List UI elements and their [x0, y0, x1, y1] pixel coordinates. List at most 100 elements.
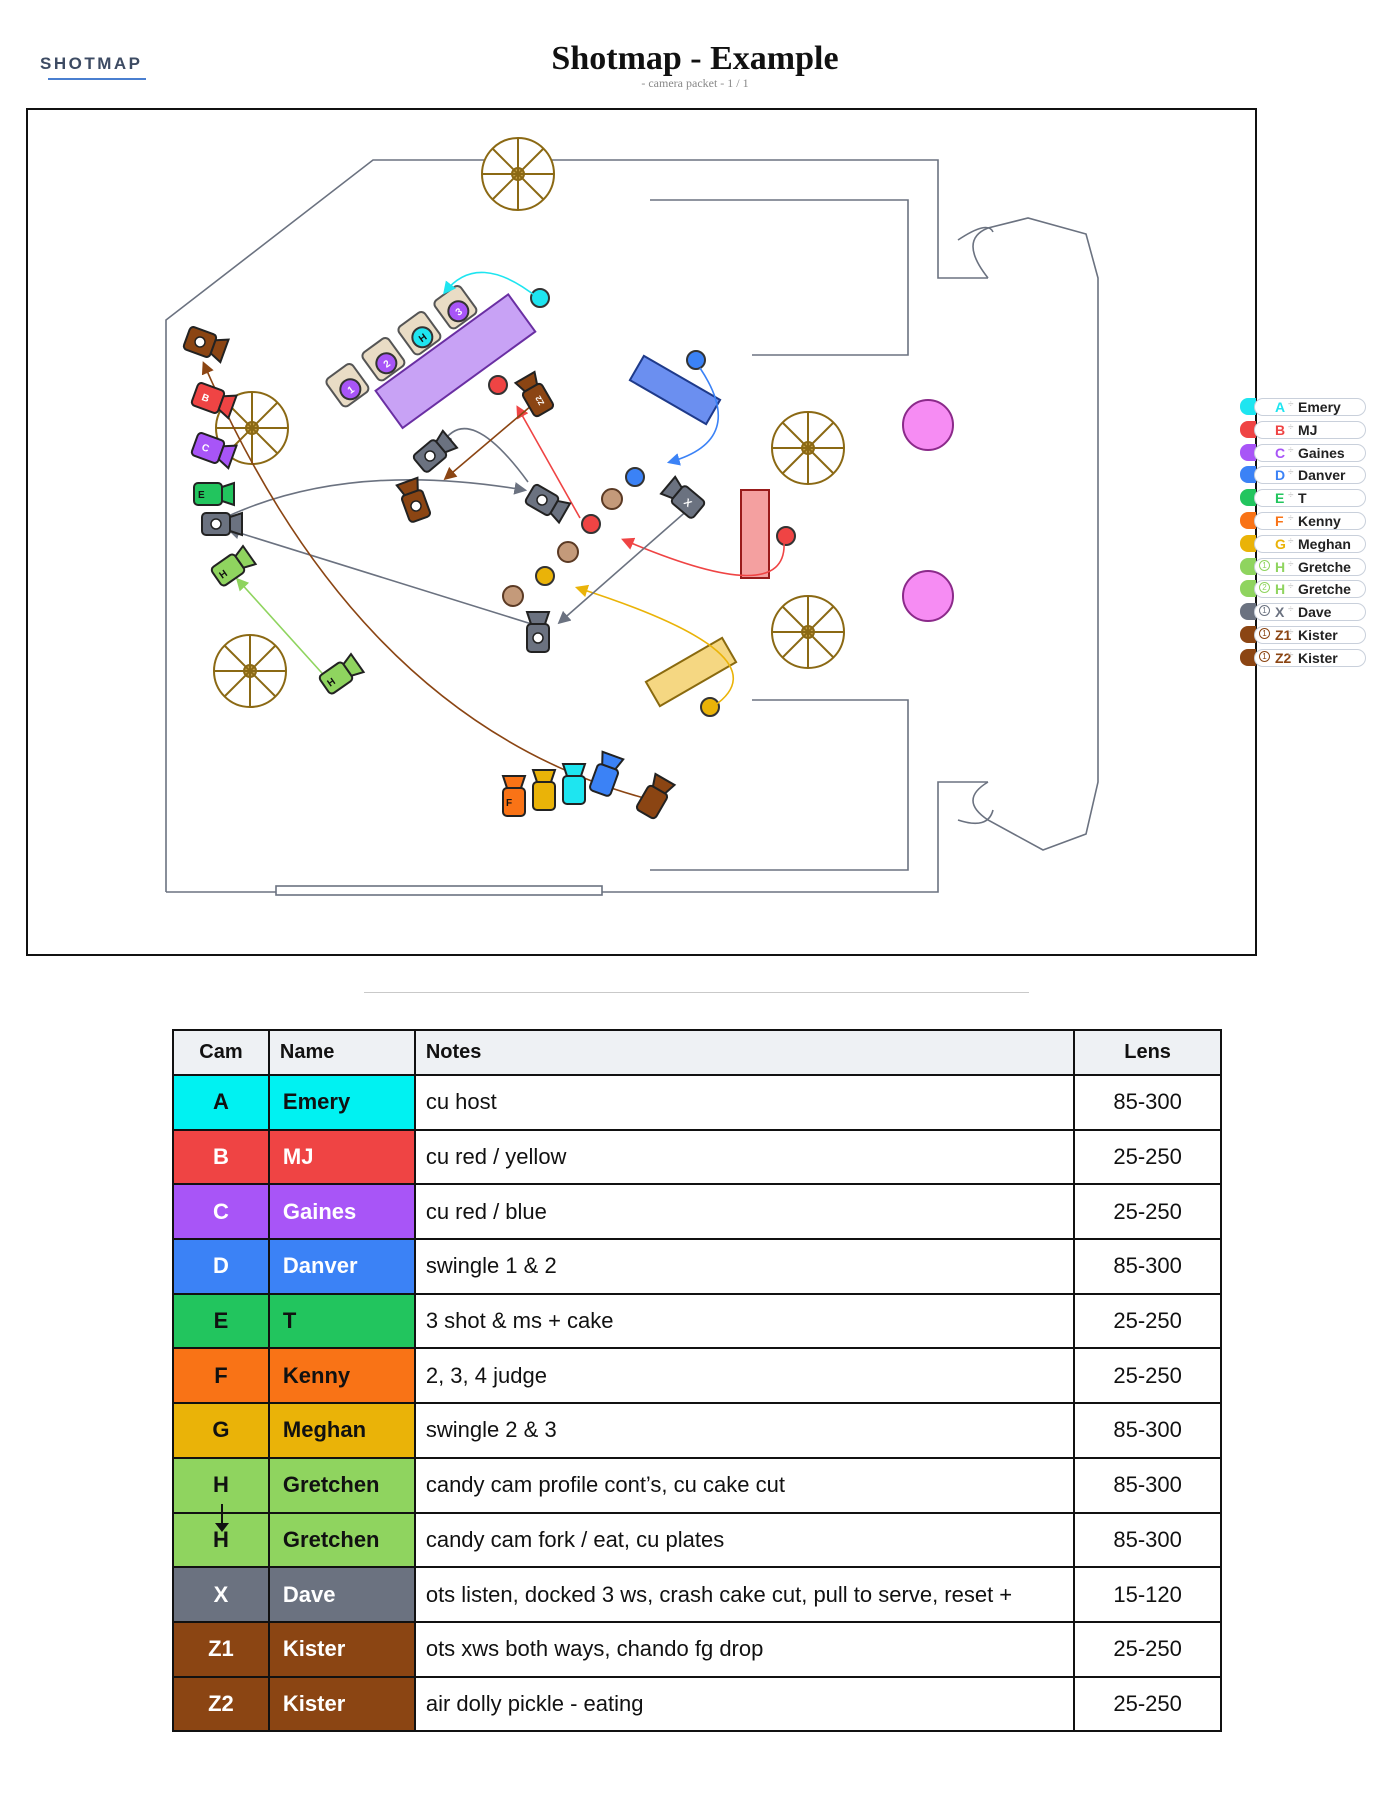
- legend-swatch: [1240, 420, 1256, 438]
- legend-separator-icon: ÷: [1288, 512, 1294, 524]
- camera-icon-g: [531, 769, 557, 811]
- cell-lens: 85-300: [1073, 1402, 1222, 1459]
- talent-marker: [488, 288, 796, 717]
- judge-seat: 2: [361, 337, 406, 382]
- chandelier-icon: [481, 137, 555, 211]
- cell-name: Gretchen: [267, 1511, 416, 1569]
- camera-icon-x-bottom: [525, 611, 551, 653]
- chandelier-icon: [213, 634, 287, 708]
- legend-name: Dave: [1298, 604, 1332, 621]
- legend-swatch: [1240, 603, 1256, 621]
- station-blue: [628, 354, 722, 426]
- cell-cam: B: [172, 1128, 270, 1186]
- judges-table: [374, 292, 537, 430]
- judge-seat: 3: [433, 285, 478, 330]
- inner-wall-top: [650, 199, 909, 356]
- cell-cam: C: [172, 1183, 270, 1241]
- camera-icon-e: E: [193, 481, 235, 507]
- legend-item: D÷Danver: [1240, 464, 1370, 487]
- svg-text:C: C: [200, 442, 211, 455]
- legend-pill: [1254, 534, 1366, 553]
- east-arc-bottom: [957, 809, 994, 825]
- camera-icon-h-bottom: H: [318, 652, 366, 695]
- cell-notes: cu red / yellow: [413, 1128, 1076, 1186]
- station-red: [740, 489, 770, 579]
- cell-name: Meghan: [267, 1402, 416, 1459]
- legend-name: Meghan: [1298, 535, 1351, 552]
- camera-icon-d: [589, 750, 625, 797]
- cell-cam: Z1: [172, 1620, 270, 1678]
- legend-separator-icon: ÷: [1288, 581, 1294, 593]
- cell-notes: cu red / blue: [413, 1183, 1076, 1241]
- camera-icon-a: [561, 763, 587, 805]
- legend-swatch: [1240, 534, 1256, 552]
- legend-item: C÷Gaines: [1240, 442, 1370, 465]
- header-name: Name: [267, 1029, 416, 1076]
- cell-notes: swingle 2 & 3: [413, 1402, 1076, 1459]
- page-subtitle: - camera packet - 1 / 1: [641, 76, 749, 90]
- legend-separator-icon: ÷: [1288, 535, 1294, 547]
- camera-icon-x-center: [524, 483, 572, 525]
- cell-lens: 25-250: [1073, 1128, 1222, 1186]
- legend-pill: [1254, 625, 1366, 644]
- legend-cam: H: [1275, 581, 1286, 598]
- cell-name: Danver: [267, 1238, 416, 1295]
- camera-icon-b: B: [190, 382, 238, 420]
- legend-pill: [1254, 489, 1366, 508]
- cell-notes: ots xws both ways, chando fg drop: [413, 1620, 1076, 1678]
- legend-swatch: [1240, 489, 1256, 507]
- legend-name: Gretche: [1298, 581, 1351, 598]
- table-header-row: Cam Name Notes Lens: [172, 1029, 1222, 1076]
- svg-text:2: 2: [382, 358, 393, 370]
- legend-swatch: [1240, 580, 1256, 598]
- cell-notes: swingle 1 & 2: [413, 1238, 1076, 1295]
- cell-notes: 3 shot & ms + cake: [413, 1292, 1076, 1350]
- cell-name: Kenny: [267, 1347, 416, 1405]
- cell-name: Kister: [267, 1675, 416, 1733]
- cell-lens: 85-300: [1073, 1238, 1222, 1295]
- cell-lens: 25-250: [1073, 1675, 1222, 1733]
- cell-name: Gaines: [267, 1183, 416, 1241]
- legend-name: T: [1298, 490, 1307, 507]
- legend-separator-icon: ÷: [1288, 649, 1294, 661]
- legend-cam: G: [1275, 535, 1286, 552]
- legend-pill: [1254, 398, 1366, 416]
- legend-number: 1: [1259, 650, 1270, 662]
- cell-cam: H: [172, 1511, 270, 1569]
- brand-underline: [48, 78, 146, 80]
- cell-cam: D: [172, 1238, 270, 1295]
- arrow-down-icon: [215, 1503, 229, 1532]
- legend-item: E÷T: [1240, 487, 1370, 510]
- legend-separator-icon: ÷: [1288, 421, 1294, 433]
- cell-lens: 25-250: [1073, 1620, 1222, 1678]
- legend-name: Gretche: [1298, 558, 1351, 575]
- cell-lens: 25-250: [1073, 1292, 1222, 1350]
- station-yellow: [644, 636, 738, 708]
- legend-swatch: [1240, 625, 1256, 643]
- header-cam: Cam: [172, 1029, 270, 1076]
- east-arc-top: [957, 226, 994, 241]
- camera-icon-x-center-top: [412, 429, 459, 473]
- camera-icon-f: F: [501, 775, 527, 817]
- divider: [364, 992, 1029, 993]
- legend-swatch: [1240, 557, 1256, 575]
- cell-cam: X: [172, 1566, 270, 1623]
- legend-name: Gaines: [1298, 444, 1345, 461]
- legend-item: B÷MJ: [1240, 419, 1370, 442]
- cell-name: MJ: [267, 1128, 416, 1186]
- entry-door: [275, 885, 603, 896]
- chandelier-icon: [771, 595, 845, 669]
- legend-separator-icon: ÷: [1288, 399, 1294, 410]
- legend-cam: X: [1275, 604, 1285, 621]
